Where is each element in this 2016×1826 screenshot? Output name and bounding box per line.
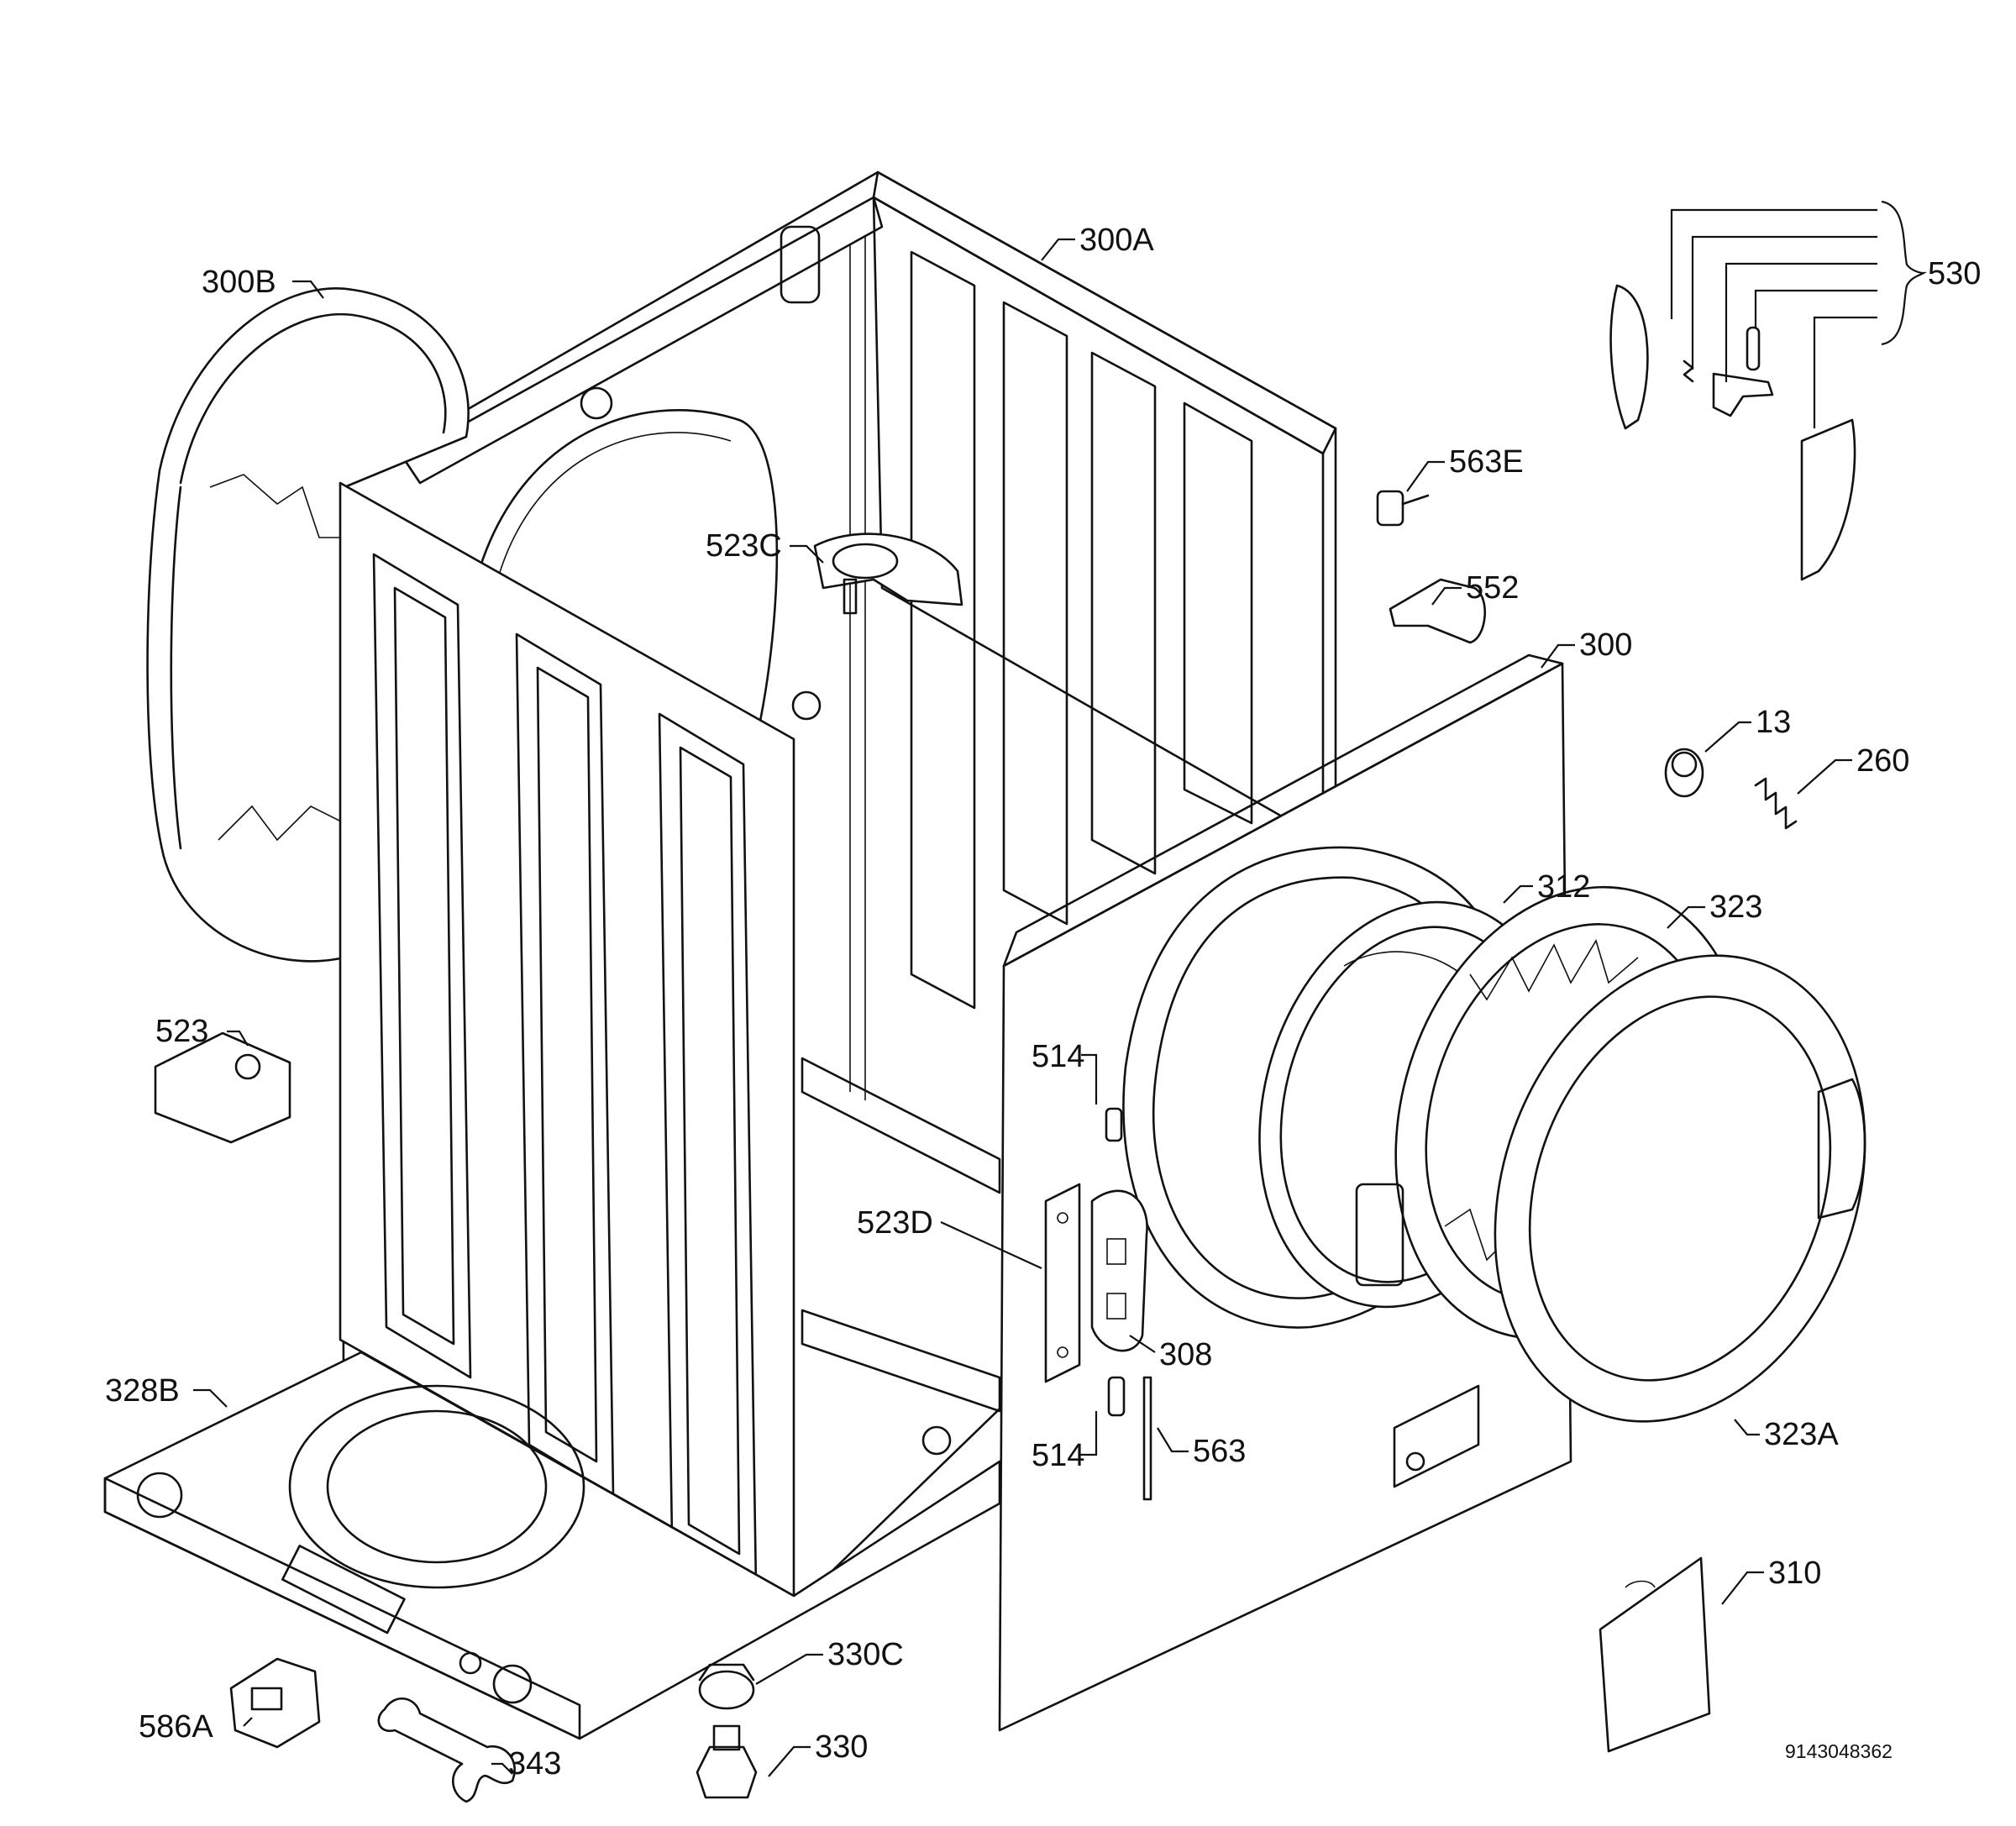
- label-300B: 300B: [202, 265, 276, 300]
- label-530: 530: [1928, 256, 1981, 291]
- label-330C: 330C: [827, 1637, 904, 1672]
- document-number: 9143048362: [1785, 1740, 1893, 1762]
- label-514-top: 514: [1032, 1039, 1084, 1074]
- side-panel: [339, 481, 795, 1598]
- label-13: 13: [1756, 705, 1791, 740]
- label-563E: 563E: [1449, 444, 1524, 480]
- label-310: 310: [1768, 1556, 1821, 1591]
- label-514-bottom: 514: [1032, 1438, 1084, 1473]
- label-300: 300: [1579, 627, 1632, 663]
- label-523: 523: [155, 1014, 208, 1049]
- label-563: 563: [1193, 1434, 1246, 1469]
- cover-310: [1599, 1556, 1711, 1753]
- label-523C: 523C: [706, 528, 782, 564]
- label-323: 323: [1709, 889, 1762, 925]
- bracket-523: [154, 1031, 291, 1144]
- spring-260: [1754, 777, 1798, 830]
- pin-514-bottom: [1107, 1376, 1126, 1417]
- label-552: 552: [1466, 570, 1519, 606]
- foot-330: [696, 1724, 758, 1799]
- label-308: 308: [1159, 1337, 1212, 1372]
- bushing-13: [1664, 748, 1704, 798]
- bracket-552: [1389, 578, 1486, 644]
- label-586A: 586A: [139, 1709, 213, 1745]
- leader-lines: [193, 200, 1927, 1777]
- label-523D: 523D: [857, 1205, 933, 1241]
- latch-308: [1090, 1189, 1148, 1352]
- label-343: 343: [508, 1746, 561, 1781]
- bracket-586A: [229, 1657, 321, 1749]
- label-323A: 323A: [1764, 1417, 1839, 1452]
- hinge-523D: [1044, 1183, 1081, 1383]
- foot-330C: [698, 1663, 755, 1710]
- switch-563E: [1376, 490, 1430, 527]
- bracket-523C: [813, 533, 963, 615]
- handle-assembly-530: [1609, 284, 1856, 581]
- door-outer-ring-323A: [1494, 954, 1866, 1423]
- callout-labels: 300B 300A 530 563E 523C 552 300 13 260 3…: [105, 223, 1981, 1781]
- rod-563: [1142, 1376, 1152, 1501]
- pin-514-top: [1105, 1107, 1123, 1142]
- label-300A: 300A: [1079, 223, 1154, 258]
- label-330: 330: [815, 1729, 868, 1765]
- label-328B: 328B: [105, 1373, 180, 1409]
- label-312: 312: [1537, 869, 1590, 905]
- base-328B: [103, 1351, 1001, 1740]
- label-260: 260: [1856, 743, 1909, 779]
- wrench-343: [377, 1697, 516, 1803]
